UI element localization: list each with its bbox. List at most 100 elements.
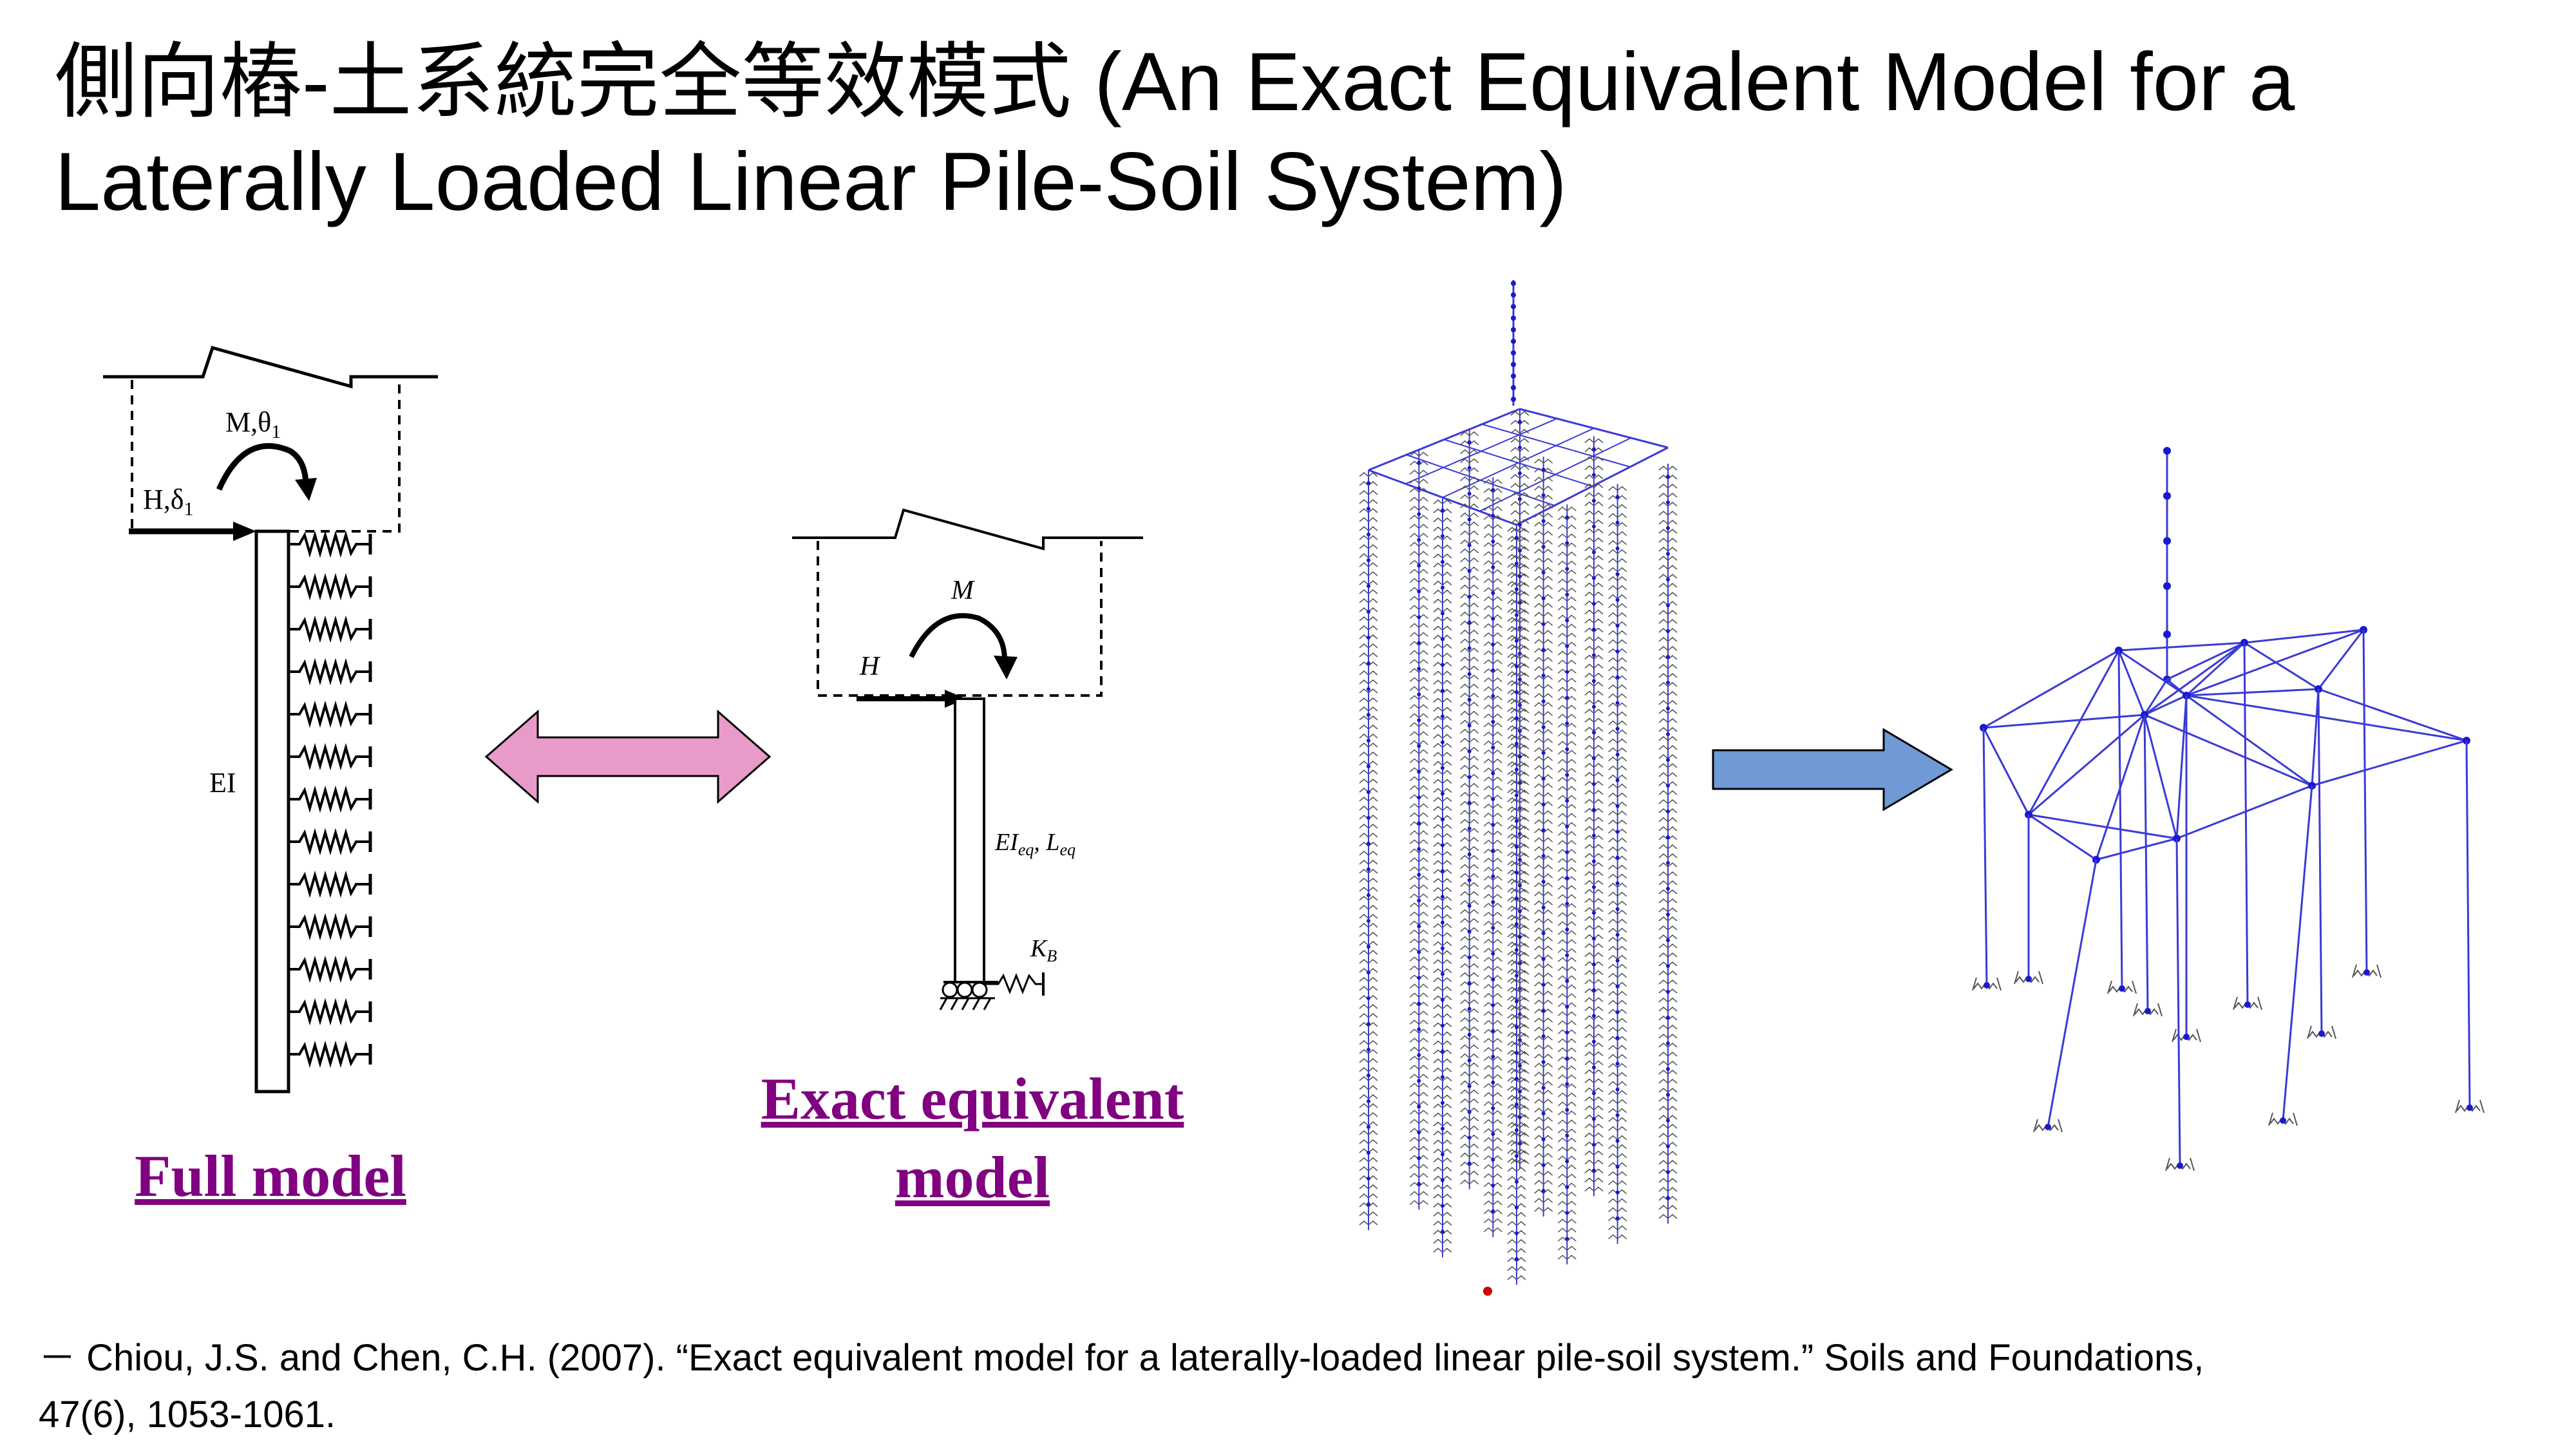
pile-node [1518,832,1522,836]
pile-node [1515,1128,1519,1132]
right-arrow-shape [1712,728,1953,811]
column-node [2163,582,2171,590]
pile-node [1565,1236,1569,1241]
pile-node [1367,661,1370,665]
pile-node [1515,974,1519,978]
column-node [1511,374,1516,379]
ground-hatch [939,998,992,1010]
pile-node [1467,1110,1472,1114]
frame-beam [2175,838,2181,1166]
ei-eq-label: EIeq, Leq [994,829,1075,859]
pile-node [1467,852,1472,857]
pile-node [1467,543,1472,547]
pile-node [1565,1056,1569,1061]
pile-node [1515,613,1519,617]
base-node [2318,1030,2325,1037]
pile-node [1565,773,1569,777]
roller [971,981,988,998]
frame-beam [2244,641,2319,690]
pile-node [1592,782,1596,786]
pile-node [1417,615,1421,620]
pile-node [1565,1133,1569,1138]
pile-node [1541,699,1546,704]
pile-node [1467,646,1472,650]
pile-node [1417,486,1421,491]
pile-node [1615,649,1620,654]
pile-node [1441,946,1444,951]
pile-node [1592,627,1596,632]
pile-node [1441,688,1444,693]
pile-node [1467,1032,1472,1037]
pile-node [1467,1135,1472,1140]
pile-node [1441,740,1444,744]
equivalent-model-diagram: M H EIeq, Leq KB [792,508,1143,1010]
pile-node [1565,799,1569,803]
pile-node [1592,859,1596,864]
frame-beam [2118,641,2245,652]
column-node [1511,304,1516,309]
ground-line [103,345,438,389]
origin-marker [1483,1287,1492,1296]
base-node [2145,1008,2151,1014]
pile-node [1518,523,1522,527]
pile-node [1515,1025,1519,1029]
soil-spring [290,743,370,771]
pile-node [1565,1030,1569,1035]
pile-node [1615,1036,1620,1040]
pile-node [1565,876,1569,880]
pile-node [1592,447,1596,451]
pile-node [1515,896,1519,900]
pile-node [1518,729,1522,733]
frame-beam [1983,649,2119,729]
frame-beam [2282,785,2313,1121]
pile-node [1367,1048,1370,1052]
frame-beam [2318,688,2467,742]
pile-node [1367,842,1370,846]
pile-node [1417,821,1421,826]
full-model-caption: Full model [135,1143,406,1209]
frame-beam [2047,859,2098,1128]
pile-node [1666,913,1670,916]
pile-node [1615,1087,1620,1092]
pile-node [1467,1058,1472,1063]
pile-node [1367,996,1370,1000]
pile-node [1666,1170,1670,1174]
pile-node [1417,976,1421,980]
pile-node [1417,692,1421,697]
pile-node [1367,713,1370,717]
pile-node [1441,1126,1444,1131]
equivalent-model-caption: Exact equivalent model [721,1059,1224,1217]
pile-node [1666,552,1670,556]
pile-node [1541,854,1546,858]
pile-node [1666,758,1670,762]
pile-node [1615,907,1620,911]
frame-beam [2143,714,2178,839]
pile-node [1515,1154,1519,1158]
pile-node [1491,771,1495,775]
column-node [1511,397,1516,402]
column-node [1511,292,1516,298]
pile [254,529,290,1094]
pile-node [1491,694,1495,698]
pile-node [1592,653,1596,658]
pile-node [1541,493,1546,498]
cap-beam [1479,437,1631,512]
pile-node [1592,524,1596,529]
frame-beam [1982,727,1988,986]
pile-node [1565,670,1569,674]
pile-node [1467,826,1472,831]
moment-label: M [951,576,975,605]
pile-node [1666,1119,1670,1122]
frame-beam [2317,629,2365,690]
pile-node [1541,1163,1546,1168]
pile-node [1666,784,1670,788]
pile-node [1615,984,1620,989]
pile-node [1565,1005,1569,1009]
pile-node [1518,446,1522,450]
base-node [2467,1104,2473,1111]
soil-spring [290,700,370,728]
pile-node [1491,900,1495,904]
pile-node [1541,957,1546,961]
pile-node [1615,623,1620,628]
pile-node [1541,648,1546,652]
